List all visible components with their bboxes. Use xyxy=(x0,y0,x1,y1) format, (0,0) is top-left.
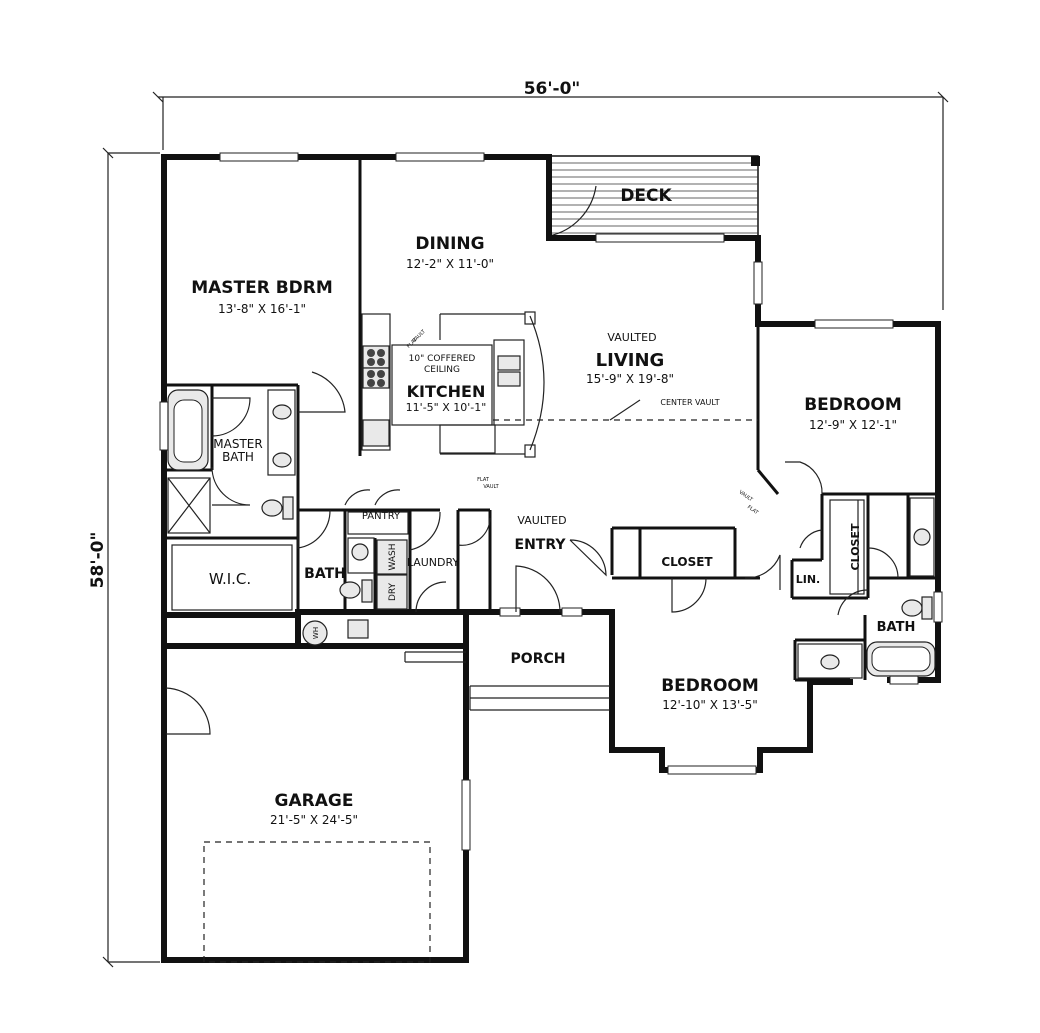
garage-name: GARAGE xyxy=(275,791,354,811)
overall-depth-label: 58'-0" xyxy=(88,532,108,589)
porch-steps xyxy=(469,685,610,711)
flat-vault-note-entry-1: FLAT xyxy=(477,477,490,483)
coffered-ceiling-line2: CEILING xyxy=(424,365,460,375)
windows xyxy=(159,152,943,851)
closet-mid-name: CLOSET xyxy=(661,555,713,569)
master-bath-label-line2: BATH xyxy=(222,450,254,464)
flat-vault-note-kitchen-2: VAULT xyxy=(412,328,428,344)
living-size: 15'-9" X 19'-8" xyxy=(586,372,674,386)
porch-name: PORCH xyxy=(511,651,566,667)
closet-right-label: CLOSET xyxy=(849,523,862,570)
vault-flat-note-1: VAULT xyxy=(738,489,755,503)
bedroom-front-name: BEDROOM xyxy=(661,676,759,696)
dining-name: DINING xyxy=(415,234,484,254)
master-bedroom-size: 13'-8" X 16'-1" xyxy=(218,302,306,316)
bath-left-label: BATH xyxy=(304,566,346,582)
pantry-label: PANTRY xyxy=(362,511,401,522)
garage-size: 21'-5" X 24'-5" xyxy=(270,813,358,827)
coffered-ceiling-line1: 10" COFFERED xyxy=(409,354,476,364)
living-name: LIVING xyxy=(596,350,665,371)
dining-size: 12'-2" X 11'-0" xyxy=(406,257,494,271)
laundry-label: LAUNDRY xyxy=(407,556,460,569)
bedroom-right-size: 12'-9" X 12'-1" xyxy=(809,418,897,432)
kitchen-name: KITCHEN xyxy=(407,382,486,401)
wash-label: WASH xyxy=(388,543,398,570)
dimension-lines xyxy=(102,91,949,968)
master-bath-label-line1: MASTER xyxy=(213,437,262,451)
dry-label: DRY xyxy=(388,582,398,601)
living-vaulted-note: VAULTED xyxy=(607,331,656,344)
water-heater-label: WH xyxy=(312,627,320,639)
right-bath-fixtures xyxy=(797,497,936,679)
flat-vault-note-entry-2: VAULT xyxy=(483,484,499,490)
bedroom-right-name: BEDROOM xyxy=(804,395,902,415)
garage-door xyxy=(203,841,431,963)
door-swings xyxy=(165,371,899,735)
center-vault-label: CENTER VAULT xyxy=(660,398,719,407)
wic-label: W.I.C. xyxy=(209,570,251,588)
bedroom-front-size: 12'-10" X 13'-5" xyxy=(662,698,758,712)
master-bath-fixtures xyxy=(167,389,296,611)
overall-width-label: 56'-0" xyxy=(524,79,581,99)
deck-label: DECK xyxy=(620,186,672,206)
deck-structure xyxy=(548,155,760,239)
kitchen-size: 11'-5" X 10'-1" xyxy=(406,401,487,414)
bath-right-label: BATH xyxy=(877,620,916,635)
interior-walls xyxy=(167,158,938,682)
entry-vaulted-note: VAULTED xyxy=(517,514,566,527)
vault-flat-note-2: FLAT xyxy=(746,504,760,516)
master-bedroom-name: MASTER BDRM xyxy=(191,278,333,298)
entry-name: ENTRY xyxy=(515,537,567,553)
linen-label: LIN. xyxy=(796,573,821,586)
kitchen-fixtures xyxy=(361,311,758,458)
utility-fixtures xyxy=(302,511,466,663)
